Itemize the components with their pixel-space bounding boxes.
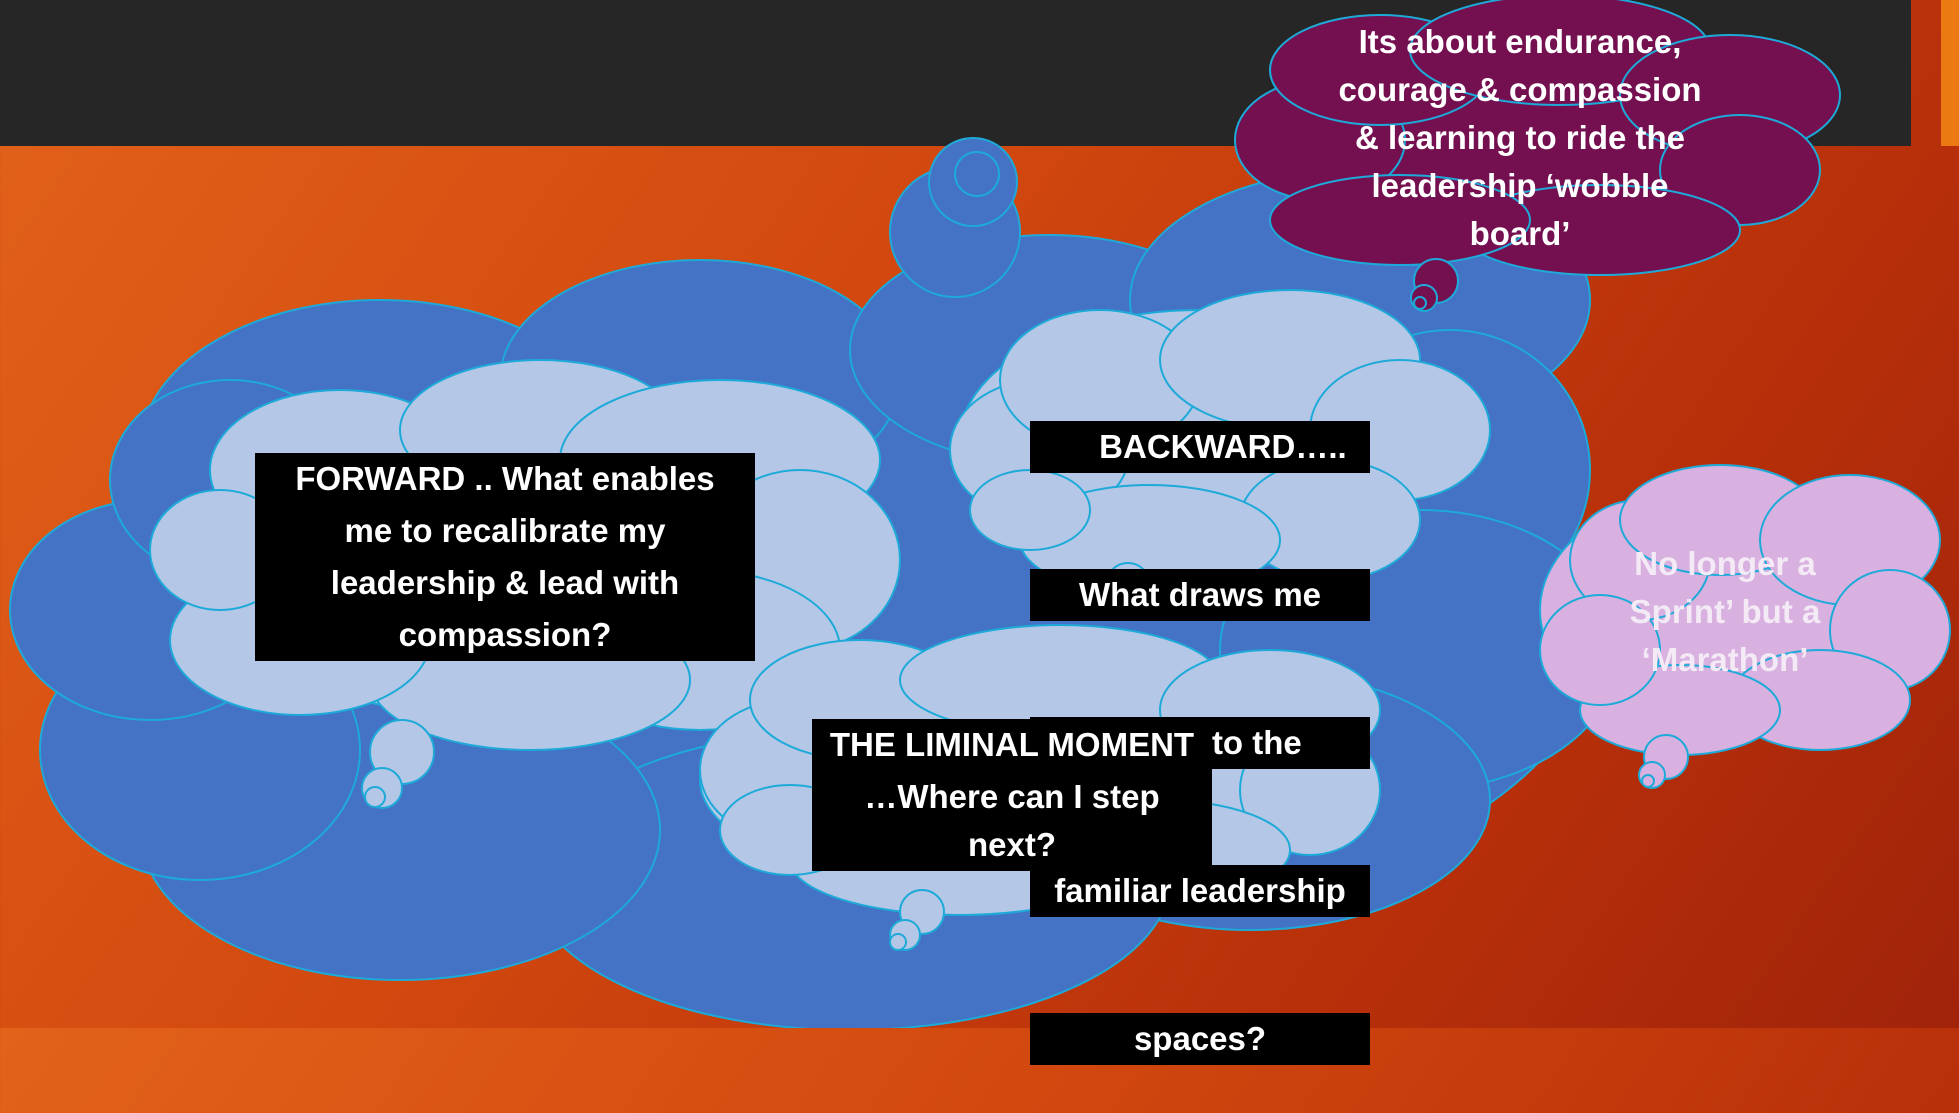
marathon-line: ‘Marathon’: [1641, 641, 1809, 678]
backward-line: spaces?: [1125, 1018, 1275, 1059]
forward-cloud-tail: [361, 719, 435, 809]
endurance-line: leadership ‘wobble: [1371, 167, 1669, 204]
forward-line: me to recalibrate my: [336, 510, 674, 551]
forward-question: FORWARD .. What enables me to recalibrat…: [255, 453, 755, 661]
accent-strip: [1941, 0, 1959, 146]
marathon-line: No longer a: [1634, 545, 1816, 582]
backward-cloud: [949, 289, 1491, 596]
endurance-line: & learning to ride the: [1354, 119, 1686, 156]
endurance-statement: Its about endurance, courage & compassio…: [1310, 18, 1730, 258]
big-cloud-tail: [889, 137, 1021, 298]
backward-line: familiar leadership: [1046, 870, 1354, 911]
marathon-cloud-tail: [1638, 734, 1689, 789]
endurance-cloud: [1234, 0, 1841, 276]
marathon-line: Sprint’ but a: [1629, 593, 1821, 630]
backward-line: BACKWARD…..: [1045, 426, 1355, 467]
liminal-line: THE LIMINAL MOMENT: [821, 724, 1203, 765]
forward-line: FORWARD .. What enables: [287, 458, 723, 499]
forward-line: compassion?: [390, 614, 620, 655]
marathon-statement: No longer a Sprint’ but a ‘Marathon’: [1600, 540, 1850, 684]
liminal-cloud-tail: [889, 889, 945, 951]
endurance-cloud-tail: [1410, 258, 1459, 312]
endurance-line: Its about endurance,: [1358, 23, 1682, 60]
marathon-cloud: [1539, 464, 1951, 756]
forward-line: leadership & lead with: [322, 562, 688, 603]
liminal-moment: THE LIMINAL MOMENT …Where can I step nex…: [812, 719, 1212, 871]
liminal-line: …Where can I step next?: [856, 776, 1168, 865]
backward-line: What draws me: [1070, 574, 1330, 615]
endurance-line: courage & compassion: [1338, 71, 1702, 108]
endurance-line: board’: [1469, 215, 1571, 252]
